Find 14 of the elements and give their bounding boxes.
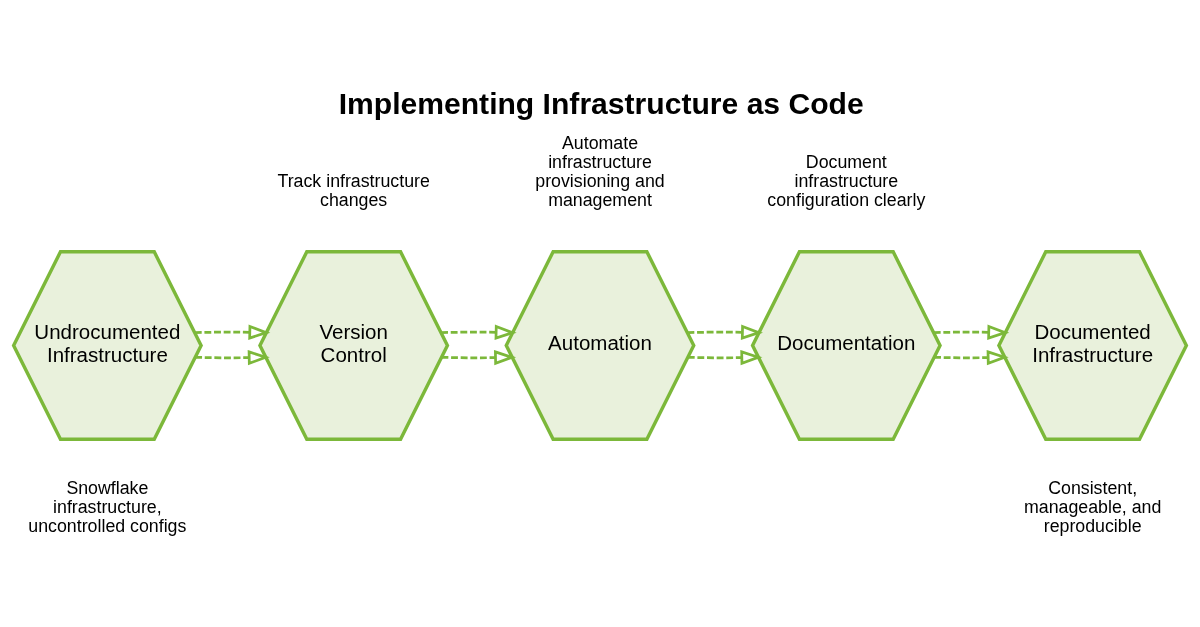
arrow (195, 349, 270, 365)
arrow (441, 349, 517, 365)
arrow (441, 324, 517, 340)
node-label: Automate infrastructure provisioning and management (535, 132, 665, 210)
arrow (934, 349, 1009, 365)
diagram-title: Implementing Infrastructure as Code (338, 86, 864, 120)
node-label: Consistent, manageable, and reproducible (1023, 477, 1162, 536)
arrow (933, 324, 1010, 340)
arrow (687, 324, 763, 340)
node-label: Track infrastructure changes (277, 170, 430, 210)
arrow (194, 324, 271, 340)
node-label: Snowflake infrastructure, uncontrolled configs (28, 477, 187, 536)
arrow (687, 349, 763, 365)
node-label: Document infrastructure configuration clearly (767, 151, 926, 210)
